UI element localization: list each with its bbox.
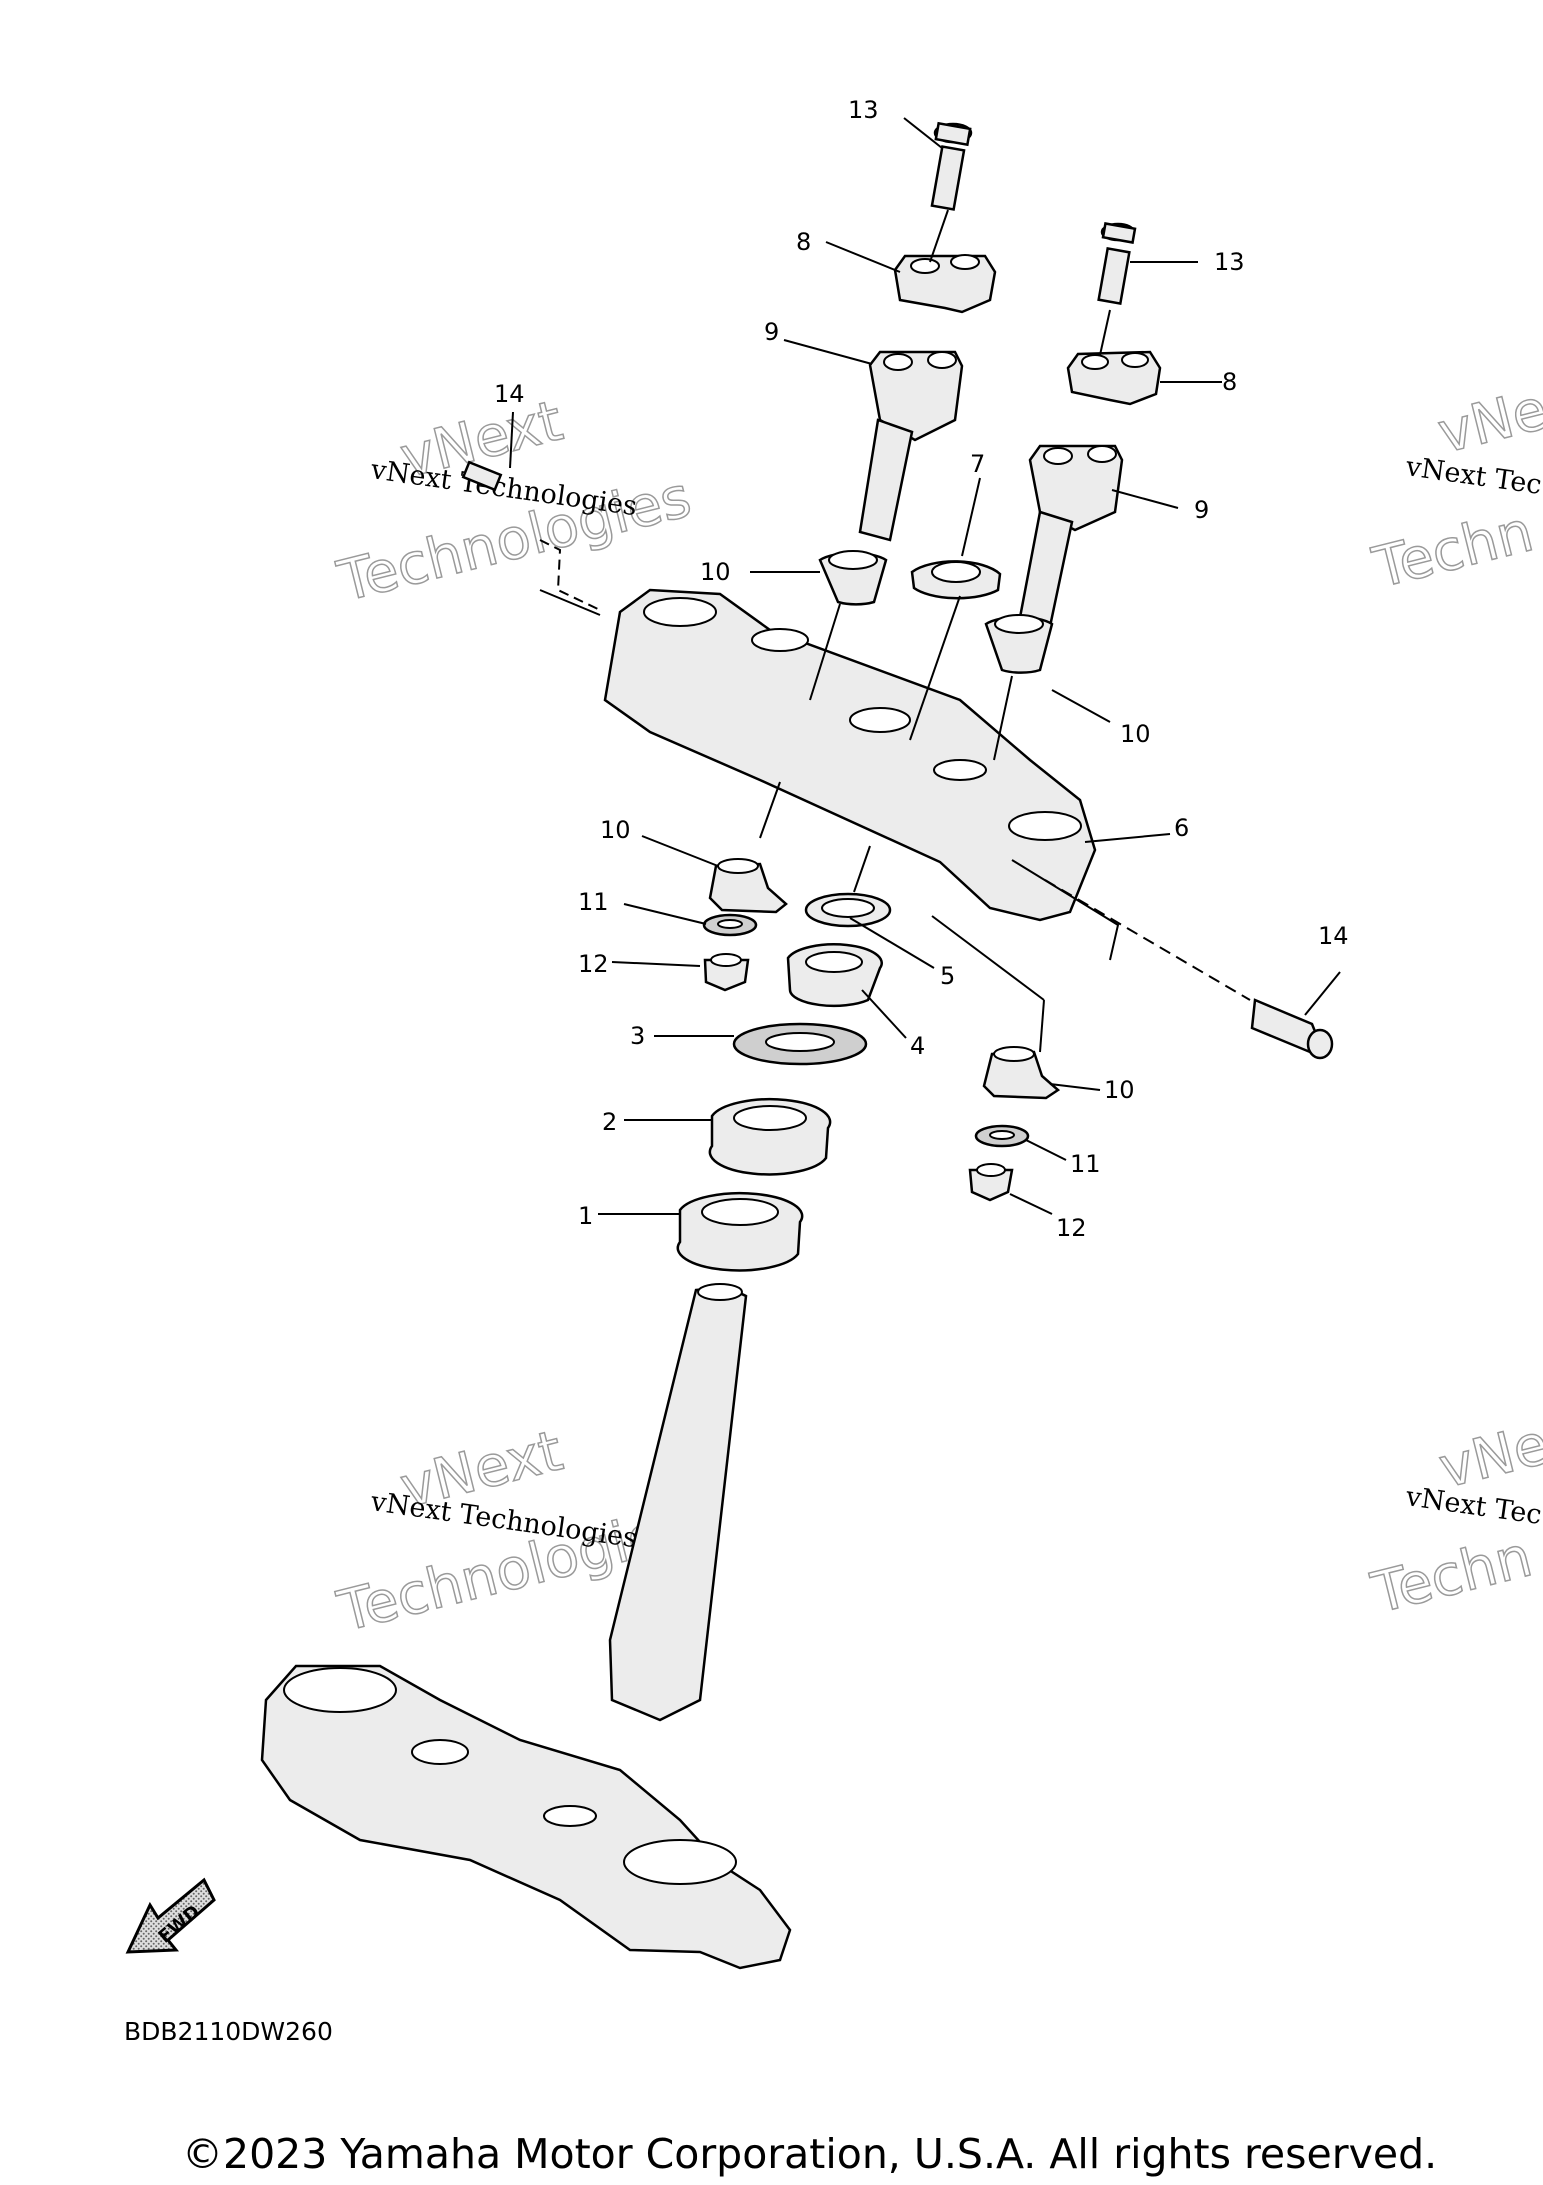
svg-text:Techn: Techn [1367,499,1540,601]
part-steering-stem [608,1283,748,1722]
callout-10-lower-left: 10 [600,816,631,844]
part-8-handlebar-clamp-upper-right [1066,350,1162,406]
part-3-seal [732,1022,868,1066]
callout-7: 7 [970,450,985,478]
part-13-bolt-left [930,121,973,211]
callout-1: 1 [578,1202,593,1230]
callout-9-left: 9 [764,318,779,346]
svg-text:vNe: vNe [1432,377,1543,467]
part-10-damper-upper-left [818,550,888,606]
callout-11-right: 11 [1070,1150,1101,1178]
callout-12-right: 12 [1056,1214,1087,1242]
svg-text:Techn: Techn [1365,1524,1538,1626]
copyright-notice: ©2023 Yamaha Motor Corporation, U.S.A. A… [182,2130,1437,2178]
part-11-washer-left [702,913,758,937]
callout-8-left: 8 [796,228,811,256]
callout-14-upper: 14 [494,380,525,408]
callout-13-right: 13 [1214,248,1245,276]
callout-2: 2 [602,1108,617,1136]
leader-lines [509,117,1341,1215]
part-6-upper-bracket [603,588,1097,922]
part-2-bearing [708,1097,832,1176]
part-10-damper-lower-right [982,1046,1061,1100]
part-8-handlebar-clamp-upper-left [893,254,997,314]
callout-9-right: 9 [1194,496,1209,524]
part-5-ring [804,892,892,928]
part-9-handle-holder-left [858,350,964,542]
fwd-arrow-icon: FWD [125,1877,216,1954]
diagram-code: BDB2110DW260 [124,2017,333,2046]
callout-3: 3 [630,1022,645,1050]
callout-13-left: 13 [848,96,879,124]
callout-6: 6 [1174,814,1189,842]
part-7-washer [910,560,1002,600]
callout-11-left: 11 [578,888,609,916]
callout-labels: 13 8 13 9 14 8 7 9 10 10 6 10 11 14 12 5… [494,96,1349,1242]
callout-12-left: 12 [578,950,609,978]
part-13-bolt-right [1097,222,1137,305]
callout-10-lower-right: 10 [1104,1076,1135,1104]
part-9-handle-holder-right [1016,444,1124,638]
part-10-damper-lower-left [708,858,788,914]
part-under-bracket [260,1664,792,1970]
callout-14-lower: 14 [1318,922,1349,950]
part-12-nut-right [968,1163,1014,1202]
callout-10-upper-left: 10 [700,558,731,586]
part-1-bearing [676,1191,804,1272]
callout-5: 5 [940,962,955,990]
callout-4: 4 [910,1032,925,1060]
callout-8-right: 8 [1222,368,1237,396]
part-12-nut-left [703,953,750,992]
part-10-damper-upper-right [984,614,1054,674]
part-11-washer-right [974,1124,1030,1148]
part-14-bolt-lower [1250,998,1334,1060]
part-4-cover [786,943,883,1008]
callout-10-upper-right: 10 [1120,720,1151,748]
part-14-bolt-upper [461,460,503,492]
